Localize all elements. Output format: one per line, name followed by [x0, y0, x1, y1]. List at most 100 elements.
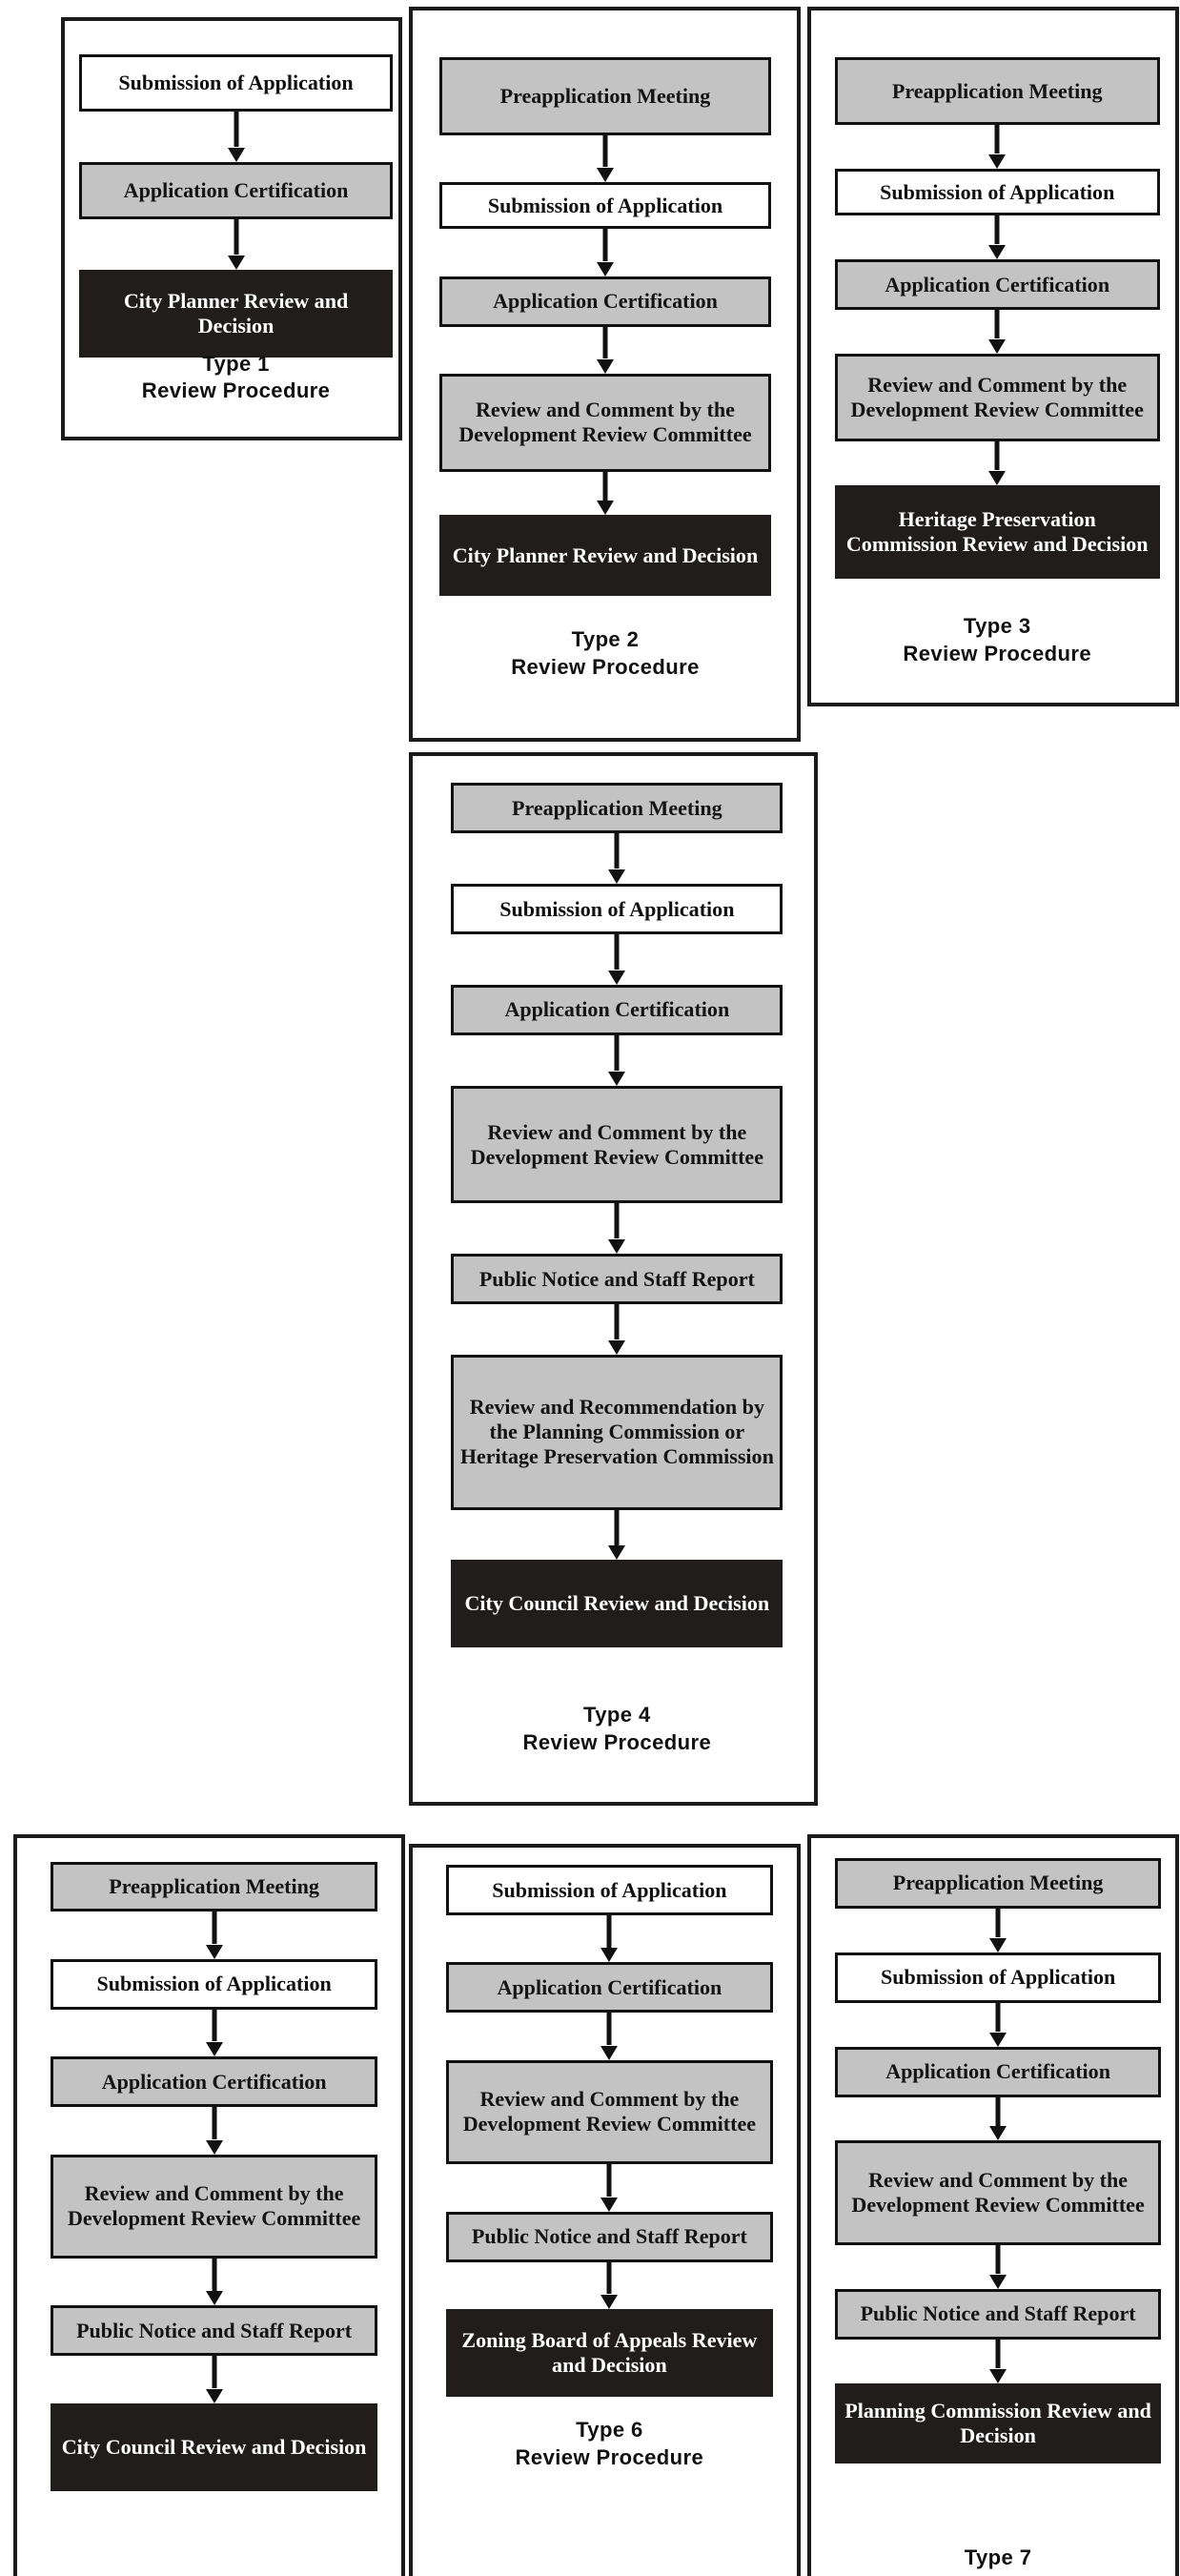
flow-node: Public Notice and Staff Report — [451, 1254, 783, 1305]
arrow-head — [600, 2294, 619, 2309]
arrow-shaft — [234, 218, 239, 255]
caption-type-line: Type 3 — [963, 613, 1031, 638]
flow-arrow-icon — [205, 2107, 223, 2155]
flow-arrow-icon — [596, 229, 614, 276]
arrow-head — [205, 2042, 223, 2057]
arrow-shaft — [212, 2009, 217, 2042]
arrow-head — [205, 2291, 223, 2306]
arrow-head — [988, 470, 1007, 485]
flow-arrow-icon — [988, 440, 1007, 485]
arrow-head — [205, 1944, 223, 1959]
arrow-shaft — [606, 2013, 612, 2045]
arrow-shaft — [614, 1203, 620, 1239]
arrow-head — [608, 869, 626, 885]
arrow-shaft — [995, 2096, 1001, 2126]
flow-arrow-icon — [608, 1203, 626, 1255]
flow-arrow-icon — [227, 111, 245, 162]
flow-node: Submission of Application — [834, 168, 1160, 216]
flow-node: Submission of Application — [446, 1865, 773, 1916]
flow-arrow-icon — [608, 934, 626, 985]
arrow-head — [608, 1239, 626, 1255]
flow-arrow-icon — [227, 218, 245, 270]
arrow-head — [596, 501, 614, 516]
arrow-head — [596, 261, 614, 276]
flow-node: Public Notice and Staff Report — [51, 2305, 377, 2357]
flow-node: Review and Comment by the Development Re… — [439, 374, 771, 472]
flow-node: Review and Recommendation by the Plannin… — [451, 1355, 783, 1510]
flow-arrow-icon — [600, 2013, 619, 2060]
flow-node: Application Certification — [834, 259, 1160, 311]
arrow-head — [205, 2388, 223, 2403]
arrow-head — [989, 2368, 1007, 2383]
flow-node: Application Certification — [451, 984, 783, 1035]
flow-node: Submission of Application — [79, 53, 393, 112]
flow-node: Heritage Preservation Commission Review … — [834, 484, 1160, 580]
arrow-head — [989, 2126, 1007, 2141]
arrow-shaft — [994, 125, 1000, 154]
caption-type-line: Type 7 — [964, 2545, 1032, 2570]
arrow-shaft — [606, 2164, 612, 2197]
arrow-head — [989, 2032, 1007, 2047]
flow-arrow-icon — [989, 2244, 1007, 2289]
arrow-head — [608, 1340, 626, 1356]
arrow-head — [988, 153, 1007, 169]
flow-arrow-icon — [205, 2009, 223, 2057]
caption-procedure-line: Review Procedure — [515, 2444, 704, 2469]
flow-node: Submission of Application — [451, 884, 783, 934]
arrow-head — [596, 168, 614, 183]
flow-node: City Planner Review and Decision — [439, 515, 771, 597]
caption-procedure-line: Review Procedure — [511, 654, 700, 679]
arrow-shaft — [606, 2261, 612, 2295]
flow-arrow-icon — [989, 2096, 1007, 2141]
flow-node: Preapplication Meeting — [834, 1858, 1162, 1909]
flow-node: Review and Comment by the Development Re… — [834, 354, 1160, 441]
arrow-head — [227, 255, 245, 270]
flow-arrow-icon — [989, 2002, 1007, 2047]
arrow-head — [600, 2045, 619, 2060]
arrow-shaft — [614, 934, 620, 971]
arrow-shaft — [212, 1912, 217, 1945]
flow-arrow-icon — [989, 1908, 1007, 1952]
arrow-shaft — [602, 326, 608, 359]
flow-node: Submission of Application — [439, 182, 771, 230]
flow-node: Public Notice and Staff Report — [834, 2288, 1162, 2340]
caption-type-line: Type 1 — [202, 351, 270, 376]
arrow-shaft — [212, 2356, 217, 2388]
arrow-head — [600, 1948, 619, 1963]
flow-node: Review and Comment by the Development Re… — [51, 2154, 377, 2259]
arrow-head — [989, 1937, 1007, 1952]
procedure-caption-type-3: Type 3 Review Procedure — [835, 613, 1160, 667]
flow-node: City Council Review and Decision — [51, 2402, 377, 2491]
arrow-shaft — [602, 134, 608, 168]
arrow-shaft — [602, 471, 608, 501]
arrow-shaft — [995, 2244, 1001, 2274]
flow-node: City Planner Review and Decision — [79, 269, 393, 358]
arrow-head — [608, 1545, 626, 1561]
procedure-caption-type-7: Type 7Review Procedure — [835, 2545, 1161, 2576]
flow-node: Submission of Application — [834, 1952, 1162, 2003]
arrow-head — [608, 970, 626, 985]
flow-arrow-icon — [596, 134, 614, 183]
flow-node: Zoning Board of Appeals Review and Decis… — [446, 2308, 773, 2397]
flow-arrow-icon — [600, 2164, 619, 2212]
flow-node: Application Certification — [51, 2056, 377, 2108]
flow-node: Review and Comment by the Development Re… — [446, 2059, 773, 2165]
arrow-head — [596, 359, 614, 375]
arrow-shaft — [614, 833, 620, 869]
flow-arrow-icon — [988, 125, 1007, 169]
flow-node: Public Notice and Staff Report — [446, 2211, 773, 2262]
arrow-shaft — [614, 1034, 620, 1071]
flow-arrow-icon — [205, 1912, 223, 1959]
arrow-head — [227, 147, 245, 162]
caption-procedure-line: Review Procedure — [903, 641, 1091, 665]
